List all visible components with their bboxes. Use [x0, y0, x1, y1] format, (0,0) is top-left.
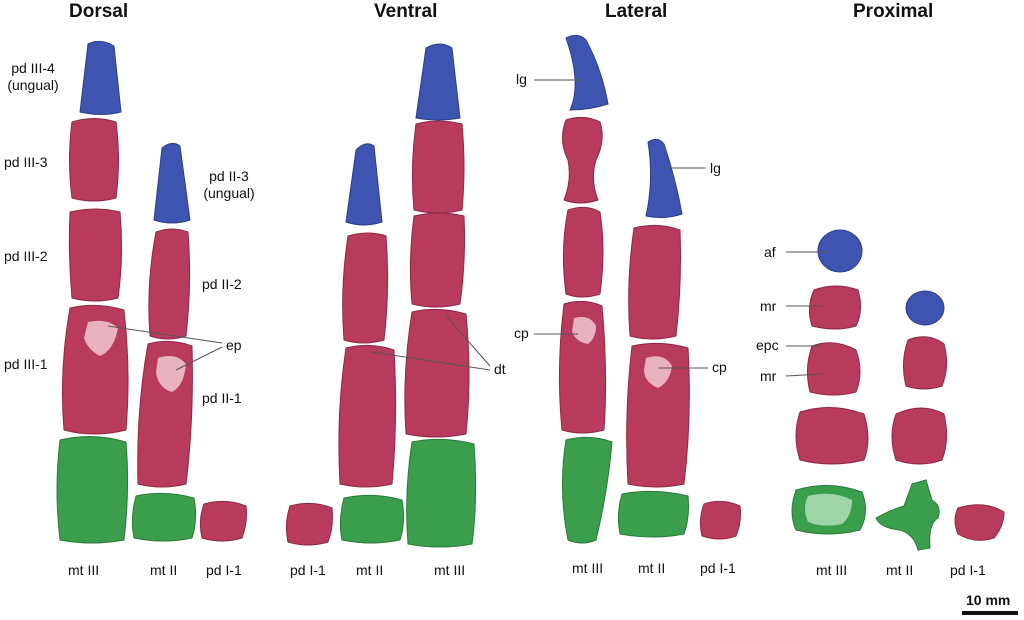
lateral-pd-I-1 [699, 500, 741, 540]
dorsal-pd-I-1 [199, 500, 247, 542]
annotation-lg-a: lg [516, 71, 527, 87]
label-pd-III-4-ungual: (ungual) [7, 77, 59, 93]
label-pd-III-4: pd III-4 (ungual) [0, 60, 66, 94]
proximal-pd-I-1 [954, 504, 1005, 541]
title-lateral: Lateral [605, 1, 668, 22]
label-pd-III-2: pd III-2 [4, 248, 48, 264]
scale-bar-label: 10 mm [966, 592, 1011, 608]
annotation-cp-b: cp [712, 359, 727, 375]
proximal-pd-II-1 [891, 407, 948, 465]
leader-ep-b [175, 346, 223, 371]
ventral-view [285, 43, 477, 548]
dorsal-ep-highlight-b [156, 356, 186, 392]
ventral-pd-III-1 [404, 308, 470, 438]
scale-bar [962, 611, 1018, 615]
lateral-pd-III-3 [562, 116, 603, 204]
ventral-label-mt-II: mt II [356, 562, 384, 578]
title-ventral: Ventral [374, 1, 438, 22]
lateral-mt-II [617, 490, 689, 538]
proximal-label-mt-II: mt II [886, 562, 914, 578]
proximal-label-pd-I-1: pd I-1 [950, 562, 986, 578]
dorsal-mt-III [56, 435, 129, 544]
ventral-pd-II-2 [342, 232, 389, 344]
lateral-cp-highlight-b [644, 356, 672, 388]
dorsal-pd-III-2 [68, 208, 123, 302]
label-pd-II-3-name: pd II-3 [209, 168, 249, 184]
dorsal-label-pd-I-1: pd I-1 [206, 562, 242, 578]
annotation-ep: ep [226, 337, 242, 353]
leader-lines [107, 79, 828, 377]
leader-dt-b [445, 315, 491, 367]
dorsal-pd-III-4 [79, 40, 122, 115]
annotation-lg-b: lg [710, 160, 721, 176]
lateral-pd-II-1 [626, 342, 690, 488]
label-pd-II-3: pd II-3 (ungual) [196, 168, 262, 202]
proximal-mt-II [875, 479, 940, 551]
annotation-mr-b: mr [760, 368, 777, 384]
label-pd-III-3: pd III-3 [4, 154, 48, 170]
lateral-mt-III [561, 436, 613, 544]
lateral-pd-III-4 [565, 34, 609, 111]
annotation-af: af [764, 244, 776, 260]
annotation-epc: epc [756, 337, 779, 353]
dorsal-view [56, 40, 247, 544]
ventral-pd-III-2 [409, 212, 465, 308]
proximal-epc-bone [806, 342, 861, 396]
ventral-pd-II-1 [338, 344, 397, 488]
ventral-pd-III-4 [415, 43, 461, 121]
dorsal-label-mt-III: mt III [68, 562, 100, 578]
lateral-cp-highlight-a [572, 317, 596, 344]
ventral-label-mt-III: mt III [434, 562, 466, 578]
label-pd-III-1: pd III-1 [4, 356, 48, 372]
lateral-label-mt-III: mt III [572, 560, 604, 576]
proximal-label-mt-III: mt III [816, 562, 848, 578]
dorsal-label-mt-II: mt II [150, 562, 178, 578]
lateral-label-mt-II: mt II [638, 560, 666, 576]
label-pd-II-1: pd II-1 [202, 390, 242, 406]
proximal-af-bone [817, 229, 863, 273]
proximal-pd-II-mid [902, 336, 948, 390]
lateral-view [558, 34, 741, 544]
proximal-mt-III-highlight [805, 493, 852, 526]
proximal-mr-bone-upper [808, 285, 862, 330]
ventral-pd-III-3 [411, 120, 465, 214]
lateral-pd-III-2 [562, 206, 604, 298]
title-dorsal: Dorsal [69, 1, 129, 22]
lateral-label-pd-I-1: pd I-1 [700, 560, 736, 576]
dorsal-ep-highlight-a [84, 320, 118, 356]
lateral-pd-II-3 [645, 138, 683, 219]
ventral-mt-III [406, 438, 477, 548]
proximal-view [791, 229, 1005, 551]
label-pd-II-2: pd II-2 [202, 276, 242, 292]
dorsal-mt-II [131, 492, 197, 542]
dorsal-pd-II-3 [153, 142, 191, 224]
annotation-dt: dt [494, 361, 506, 377]
ventral-pd-I-1 [285, 502, 333, 546]
lateral-pd-II-2 [628, 224, 681, 340]
label-pd-II-3-ungual: (ungual) [203, 185, 255, 201]
title-proximal: Proximal [853, 1, 934, 22]
ventral-label-pd-I-1: pd I-1 [290, 562, 326, 578]
leader-dt-a [371, 351, 491, 371]
ventral-pd-II-3 [345, 143, 383, 226]
proximal-pd-III-1 [795, 406, 869, 465]
leader-mr-b [785, 373, 823, 377]
annotation-cp-a: cp [514, 325, 529, 341]
label-pd-III-4-name: pd III-4 [11, 60, 55, 76]
ventral-mt-II [339, 494, 405, 544]
dorsal-pd-III-3 [69, 118, 119, 202]
proximal-pd-II-top [905, 290, 945, 326]
annotation-mr-a: mr [760, 298, 777, 314]
dorsal-pd-II-2 [148, 228, 191, 340]
leader-ep-a [107, 325, 223, 344]
